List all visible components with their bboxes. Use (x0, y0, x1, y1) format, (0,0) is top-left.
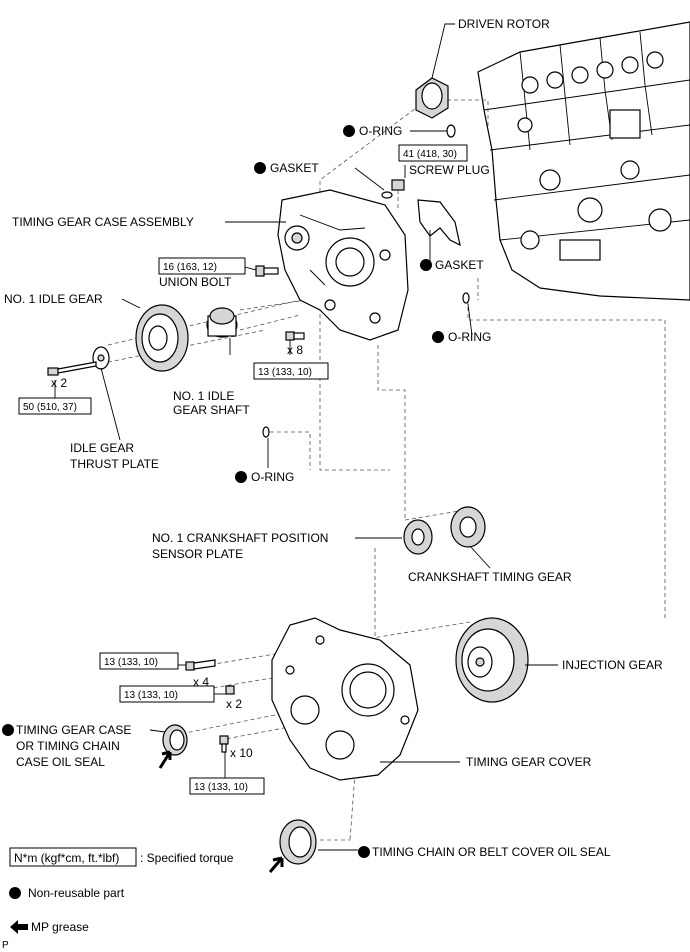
label-chain-cover-oil-seal: TIMING CHAIN OR BELT COVER OIL SEAL (372, 845, 611, 859)
label-gasket-right: GASKET (435, 258, 484, 272)
non-reusable-dot (432, 331, 444, 343)
label-crankshaft-timing-gear: CRANKSHAFT TIMING GEAR (408, 570, 572, 584)
non-reusable-dot (235, 471, 247, 483)
cover-bolt-part (185, 659, 216, 671)
label-timing-gear-case-assembly: TIMING GEAR CASE ASSEMBLY (12, 215, 194, 229)
legend-mp-grease: MP grease (31, 920, 89, 934)
label-o-ring-top: O-RING (359, 124, 402, 138)
label-union-bolt: UNION BOLT (159, 275, 232, 289)
label-timing-gear-cover: TIMING GEAR COVER (466, 755, 592, 769)
label-cover-nut-torque: 13 (133, 10) (124, 690, 178, 701)
label-x4: x 4 (193, 675, 209, 689)
driven-rotor (415, 77, 449, 119)
label-case-oil-seal-2: OR TIMING CHAIN (16, 739, 120, 753)
label-cover-bolt-torque-2: 13 (133, 10) (194, 782, 248, 793)
union-bolt-part (255, 265, 279, 277)
label-x2-cover: x 2 (226, 697, 242, 711)
label-x10: x 10 (230, 746, 253, 760)
screw-plug-part (381, 179, 405, 199)
label-case-oil-seal-1: TIMING GEAR CASE (16, 723, 131, 737)
label-no1-idle-gear: NO. 1 IDLE GEAR (4, 292, 103, 306)
gasket-part (417, 199, 461, 247)
legend-torque-box (9, 847, 137, 867)
cover-nut-torque-box (119, 685, 215, 703)
legend-non-reusable: Non-reusable part (28, 886, 125, 900)
label-o-ring-right: O-RING (448, 330, 491, 344)
case-bolt-torque-box (253, 362, 329, 380)
label-gasket-top: GASKET (270, 161, 319, 175)
label-thrust-plate-2: THRUST PLATE (70, 457, 159, 471)
label-idle-bolt-torque: 50 (510, 37) (23, 402, 77, 413)
engine-block (477, 21, 690, 301)
label-crank-sensor-plate-2: SENSOR PLATE (152, 547, 243, 561)
crankshaft-timing-gear-part (450, 506, 486, 548)
label-thrust-plate-1: IDLE GEAR (70, 441, 134, 455)
idle-gear-shaft-part (206, 307, 238, 338)
label-case-bolt-torque: 13 (133, 10) (258, 367, 312, 378)
chain-cover-oil-seal-part (279, 819, 317, 865)
non-reusable-dot (343, 125, 355, 137)
non-reusable-dot (358, 846, 370, 858)
label-union-bolt-torque: 16 (163, 12) (163, 262, 217, 273)
idle-bolt-torque-box (18, 397, 92, 415)
corner-mark: P (2, 940, 9, 951)
label-crank-sensor-plate-1: NO. 1 CRANKSHAFT POSITION (152, 531, 328, 545)
label-case-oil-seal-3: CASE OIL SEAL (16, 755, 105, 769)
union-bolt-torque-box (158, 257, 246, 275)
o-ring-bottom-part (262, 426, 270, 438)
label-driven-rotor: DRIVEN ROTOR (458, 17, 550, 31)
leader-lines (54, 23, 558, 851)
label-screw-plug: SCREW PLUG (409, 163, 490, 177)
label-idle-gear-shaft-2: GEAR SHAFT (173, 403, 250, 417)
grease-arrow-2 (268, 856, 284, 873)
label-o-ring-bottom: O-RING (251, 470, 294, 484)
label-idle-gear-shaft-1: NO. 1 IDLE (173, 389, 234, 403)
injection-gear-part (455, 617, 529, 703)
cover-bolt2-part (219, 735, 229, 753)
screw-plug-torque-box (398, 144, 468, 162)
cover-bolt-torque-box-2 (189, 777, 265, 795)
legend-torque-unit: N*m (kgf*cm, ft.*lbf) (14, 851, 119, 865)
cover-bolt-torque-box-1 (99, 652, 179, 670)
idle-gear-bolt-part (47, 361, 97, 376)
label-cover-bolt-torque-1: 13 (133, 10) (104, 657, 158, 668)
case-oil-seal-part (162, 724, 188, 756)
o-ring-top-part (446, 124, 456, 138)
label-injection-gear: INJECTION GEAR (562, 658, 663, 672)
grease-arrow-1 (158, 750, 172, 769)
label-x8: x 8 (287, 343, 303, 357)
timing-gear-case-part (277, 189, 409, 341)
non-reusable-dot (420, 259, 432, 271)
crank-sensor-plate-part (403, 519, 433, 555)
cover-nut-part (225, 685, 235, 695)
legend-mp-grease-arrow (10, 920, 28, 934)
idle-gear-part (135, 304, 189, 372)
label-screw-plug-torque: 41 (418, 30) (403, 149, 457, 160)
timing-gear-cover-part (271, 617, 419, 781)
case-bolt-part (285, 331, 305, 341)
legend-non-reusable-dot (9, 887, 21, 899)
legend-torque-desc: : Specified torque (140, 851, 234, 865)
o-ring-right-part (462, 292, 470, 304)
non-reusable-dot (254, 162, 266, 174)
label-x2-idle: x 2 (51, 376, 67, 390)
non-reusable-dot (2, 724, 14, 736)
